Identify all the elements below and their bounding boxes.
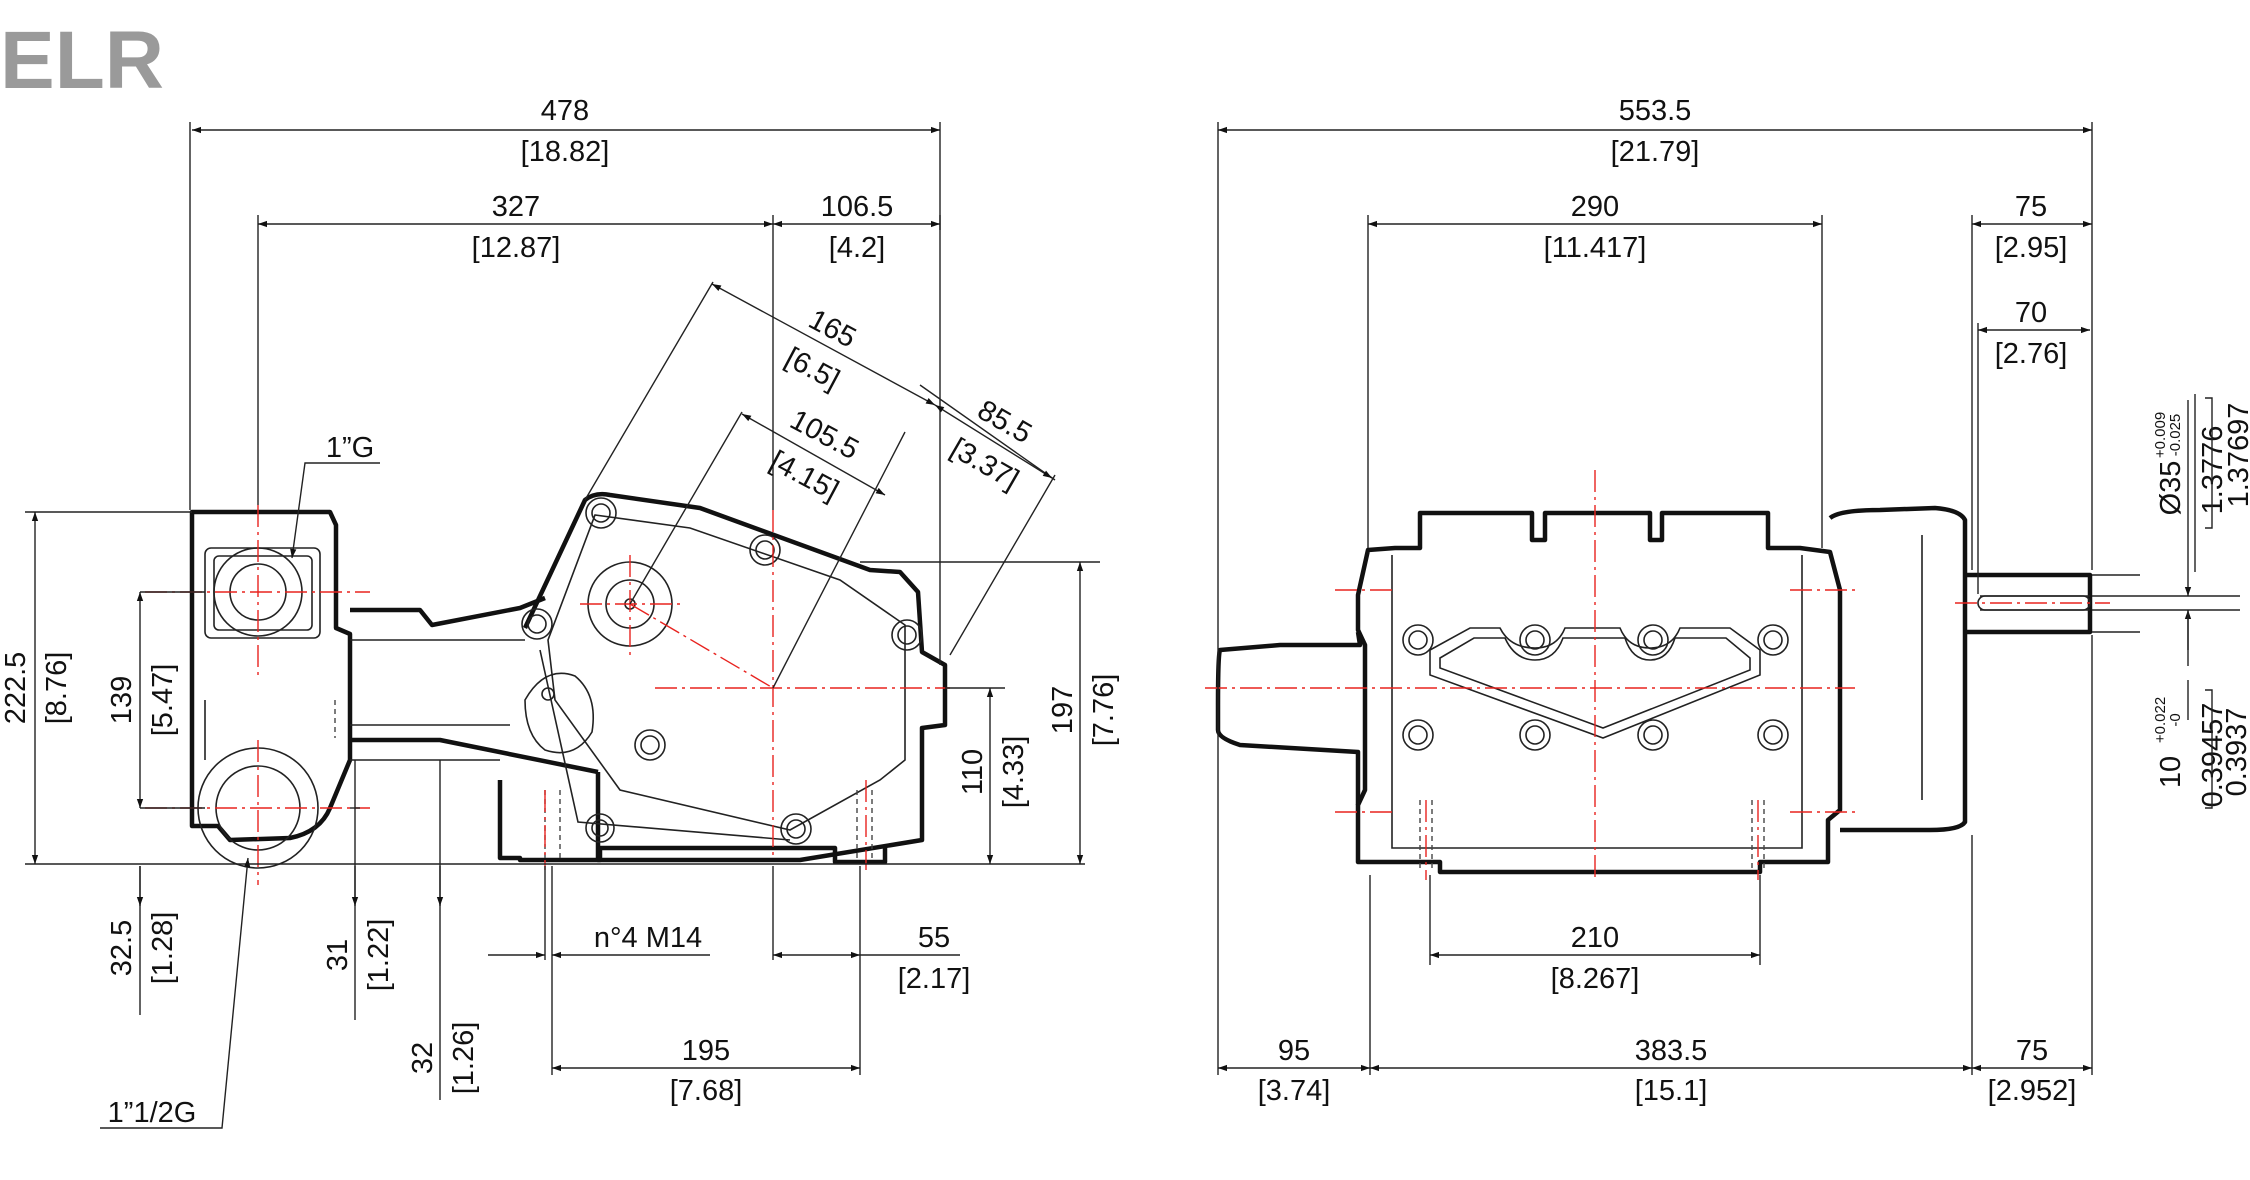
dim-85-5: 85.5	[972, 394, 1037, 450]
front-view: 553.5 [21.79] 290 [11.417] 75 [2.95] 70 …	[1205, 95, 2250, 1107]
dim-195-inch: [7.68]	[670, 1075, 743, 1107]
dim-553-5-inch: [21.79]	[1611, 136, 1700, 168]
inlet-thread-label: 1”1/2G	[108, 1097, 197, 1129]
dim-210: 210	[1571, 922, 1619, 954]
dim-222-5-inch: [8.76]	[41, 652, 73, 725]
dim-165: 165	[803, 304, 861, 355]
dim-290-inch: [11.417]	[1544, 232, 1647, 264]
side-view-pump-outline	[189, 491, 948, 869]
dim-553-5: 553.5	[1619, 95, 1692, 127]
front-view-extension-lines	[1217, 122, 2240, 1075]
side-view: 478 [18.82] 327 [12.87] 106.5 [4.2] 165 …	[0, 95, 1120, 1129]
dim-55-inch: [2.17]	[898, 963, 971, 995]
front-view-bolts	[1402, 624, 1789, 751]
dim-32: 32	[407, 1042, 439, 1074]
dim-327: 327	[492, 191, 540, 223]
dim-210-inch: [8.267]	[1551, 963, 1640, 995]
front-view-pump-outline	[1215, 505, 2093, 875]
side-view-dimension-lines	[31, 126, 1084, 1129]
shaft-inch-lower: 1.37697	[2223, 403, 2250, 508]
front-view-dimension-lines	[1218, 126, 2196, 1072]
dim-shaft-70-inch: [2.76]	[1995, 338, 2068, 370]
dim-197: 197	[1047, 686, 1079, 734]
key-inch-upper: 0.39457	[2197, 703, 2229, 808]
dim-55: 55	[918, 922, 950, 954]
dim-106-5-inch: [4.2]	[829, 232, 885, 264]
dim-32-inch: [1.26]	[448, 1022, 480, 1095]
dim-383-5-inch: [15.1]	[1635, 1075, 1708, 1107]
front-view-labels: 553.5 [21.79] 290 [11.417] 75 [2.95] 70 …	[1258, 95, 2250, 1107]
dim-31: 31	[322, 939, 354, 971]
dim-197-inch: [7.76]	[1088, 674, 1120, 747]
key-tol-upper: +0.022	[2152, 697, 2169, 743]
dim-290: 290	[1571, 191, 1619, 223]
dim-478-inch: [18.82]	[521, 136, 610, 168]
dim-95: 95	[1278, 1035, 1310, 1067]
key-inch-lower: 0.3937	[2221, 708, 2250, 797]
dim-383-5: 383.5	[1635, 1035, 1708, 1067]
front-view-centerlines	[1205, 470, 2110, 880]
mount-holes-label: n°4 M14	[594, 922, 702, 954]
drawing-title: ELR	[0, 15, 164, 106]
dim-shaft-70: 70	[2015, 297, 2047, 329]
dim-key-width: 10	[2155, 756, 2187, 788]
dim-139-inch: [5.47]	[147, 664, 179, 737]
dim-195: 195	[682, 1035, 730, 1067]
dim-222-5: 222.5	[0, 652, 32, 725]
dim-75-base: 75	[2016, 1035, 2048, 1067]
dim-shaft-75: 75	[2015, 191, 2047, 223]
dim-shaft-diameter: Ø35	[2155, 461, 2187, 516]
dim-478: 478	[541, 95, 589, 127]
dim-31-inch: [1.22]	[363, 919, 395, 992]
dim-75-base-inch: [2.952]	[1988, 1075, 2077, 1107]
dim-110: 110	[957, 749, 989, 795]
dim-165-inch: [6.5]	[780, 342, 845, 397]
side-view-centerlines	[145, 505, 950, 885]
dim-95-inch: [3.74]	[1258, 1075, 1331, 1107]
dim-139: 139	[106, 676, 138, 724]
outlet-thread-label: 1”G	[326, 432, 374, 464]
dim-327-inch: [12.87]	[472, 232, 561, 264]
dim-106-5: 106.5	[821, 191, 894, 223]
dim-110-inch: [4.33]	[998, 736, 1030, 809]
shaft-tol-lower: -0.025	[2167, 414, 2184, 457]
dim-32-5-inch: [1.28]	[147, 912, 179, 985]
dim-shaft-75-inch: [2.95]	[1995, 232, 2068, 264]
key-tol-lower: -0	[2167, 713, 2184, 726]
shaft-tol-upper: +0.009	[2152, 412, 2169, 458]
shaft-inch-upper: 1.3776	[2197, 426, 2229, 515]
dim-32-5: 32.5	[106, 920, 138, 976]
side-view-labels: 478 [18.82] 327 [12.87] 106.5 [4.2] 165 …	[0, 95, 1120, 1129]
